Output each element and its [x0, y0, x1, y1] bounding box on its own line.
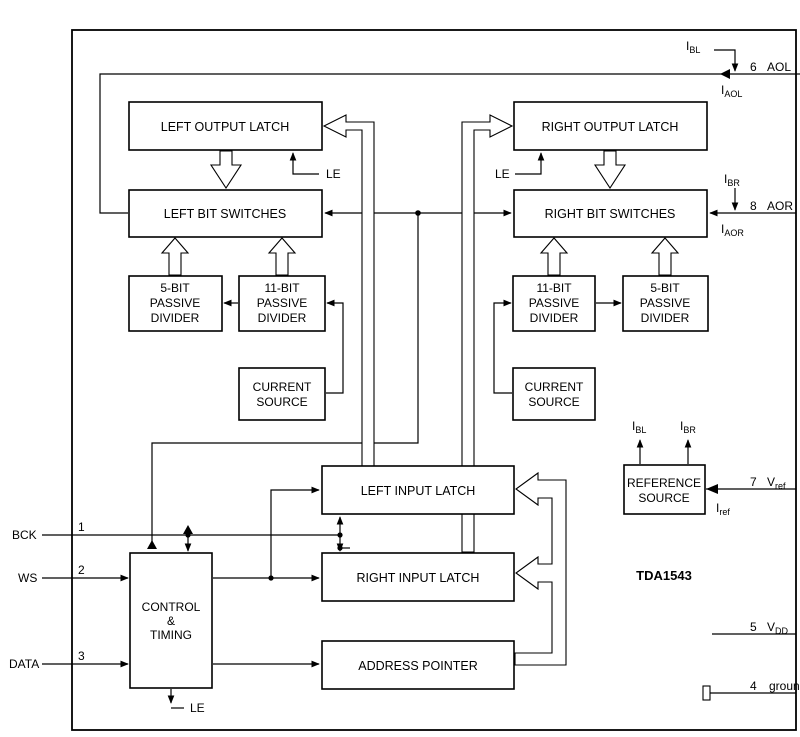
left-bit-switches-label: LEFT BIT SWITCHES	[164, 207, 286, 221]
right-input-latch-label: RIGHT INPUT LATCH	[357, 571, 480, 585]
pin-aol-name: AOL	[767, 60, 791, 74]
control-timing-block	[129, 552, 213, 689]
le-up-arrowhead	[147, 540, 157, 549]
left-11bit-divider-block	[238, 275, 326, 332]
right-5bit-line1: 5-BIT	[650, 281, 680, 295]
pin-8-number: 8	[750, 199, 757, 213]
left-5bit-to-switches-bus	[160, 237, 190, 276]
control-to-left-latch-arrow	[270, 486, 320, 578]
right-le-label: LE	[495, 167, 510, 181]
right-current-source-line2: SOURCE	[528, 395, 579, 409]
right-11bit-divider-block	[512, 275, 596, 332]
pin-bck-name: BCK	[12, 528, 37, 542]
left-input-latch-block	[321, 465, 515, 515]
ibr-ref-label: IBR	[680, 419, 696, 435]
right-11bit-to-switches-bus	[539, 237, 569, 276]
left-current-source-block	[238, 367, 326, 421]
reference-source-block	[623, 464, 706, 515]
iaol-arrowhead	[720, 69, 730, 79]
right-5bit-divider-block	[622, 275, 709, 332]
pin-ws-name: WS	[18, 571, 37, 585]
iaor-label: IAOR	[721, 222, 744, 238]
left-le-label: LE	[326, 167, 341, 181]
pin-vref-name: Vref	[767, 475, 786, 491]
aol-output-line	[99, 73, 796, 214]
right-current-source-block	[512, 367, 596, 421]
iref-arrowhead	[706, 484, 718, 494]
pin-7-number: 7	[750, 475, 757, 489]
pin-vdd-name: VDD	[767, 620, 789, 636]
reference-source-line1: REFERENCE	[627, 476, 701, 490]
left-5bit-line3: DIVIDER	[151, 311, 200, 325]
ibl-ref-label: IBL	[632, 419, 646, 435]
right-11bit-line1: 11-BIT	[536, 281, 572, 295]
iaol-label: IAOL	[721, 83, 742, 99]
control-le-label: LE	[190, 701, 205, 715]
left-11bit-to-switches-bus	[267, 237, 297, 276]
right-11bit-line2: PASSIVE	[529, 296, 579, 310]
reference-source-line2: SOURCE	[638, 491, 689, 505]
pin-6-number: 6	[750, 60, 757, 74]
right-5bit-line2: PASSIVE	[640, 296, 690, 310]
left-le-arrow	[289, 152, 319, 175]
left-11bit-line3: DIVIDER	[258, 311, 307, 325]
right-le-arrow	[515, 152, 545, 175]
right-bit-switches-block	[513, 189, 708, 238]
address-pointer-bus	[514, 471, 567, 666]
pin-1-number: 1	[78, 520, 85, 534]
left-input-latch-label: LEFT INPUT LATCH	[361, 484, 476, 498]
left-current-source-line2: SOURCE	[256, 395, 307, 409]
right-5bit-to-switches-bus	[650, 237, 680, 276]
control-timing-line1: CONTROL	[142, 600, 201, 614]
iref-label: Iref	[716, 501, 730, 517]
pin-4-number: 4	[750, 679, 757, 693]
left-output-latch-label: LEFT OUTPUT LATCH	[161, 120, 290, 134]
pin-aor-name: AOR	[767, 199, 793, 213]
left-current-source-line1: CURRENT	[253, 380, 312, 394]
right-11bit-line3: DIVIDER	[530, 311, 579, 325]
left-current-to-11bit-line	[326, 299, 344, 394]
left-latch-to-switches-bus	[209, 150, 243, 190]
right-current-to-11bit-line	[493, 299, 512, 394]
left-5bit-line2: PASSIVE	[150, 296, 200, 310]
left-output-latch-block	[128, 101, 323, 151]
control-timing-line2: &	[167, 614, 175, 628]
pin-3-number: 3	[78, 649, 85, 663]
right-current-source-line1: CURRENT	[525, 380, 584, 394]
right-latch-to-switches-bus	[593, 150, 627, 190]
chip-boundary	[71, 29, 797, 731]
left-11bit-line1: 11-BIT	[264, 281, 300, 295]
pin-ground-name: groun	[769, 679, 800, 693]
ibr-top-label: IBR	[724, 172, 740, 188]
left-data-bus	[322, 114, 375, 467]
chip-name-label: TDA1543	[636, 568, 692, 583]
bck-up-tick	[183, 525, 193, 534]
ground-symbol	[702, 685, 711, 701]
left-bit-switches-block	[128, 189, 323, 238]
control-timing-line3: TIMING	[150, 628, 192, 642]
pin-5-number: 5	[750, 620, 757, 634]
pin-2-number: 2	[78, 563, 85, 577]
right-bit-switches-label: RIGHT BIT SWITCHES	[545, 207, 676, 221]
address-pointer-block	[321, 640, 515, 690]
left-5bit-line1: 5-BIT	[160, 281, 190, 295]
ibl-top-label: IBL	[686, 39, 700, 55]
right-input-latch-block	[321, 552, 515, 602]
address-pointer-label: ADDRESS POINTER	[358, 659, 477, 673]
le-distribution-line	[151, 213, 419, 549]
pin-data-name: DATA	[9, 657, 39, 671]
right-output-latch-label: RIGHT OUTPUT LATCH	[542, 120, 679, 134]
right-output-latch-block	[513, 101, 708, 151]
right-5bit-line3: DIVIDER	[641, 311, 690, 325]
left-11bit-line2: PASSIVE	[257, 296, 307, 310]
left-5bit-divider-block	[128, 275, 223, 332]
ibl-current-arrow	[714, 49, 739, 72]
